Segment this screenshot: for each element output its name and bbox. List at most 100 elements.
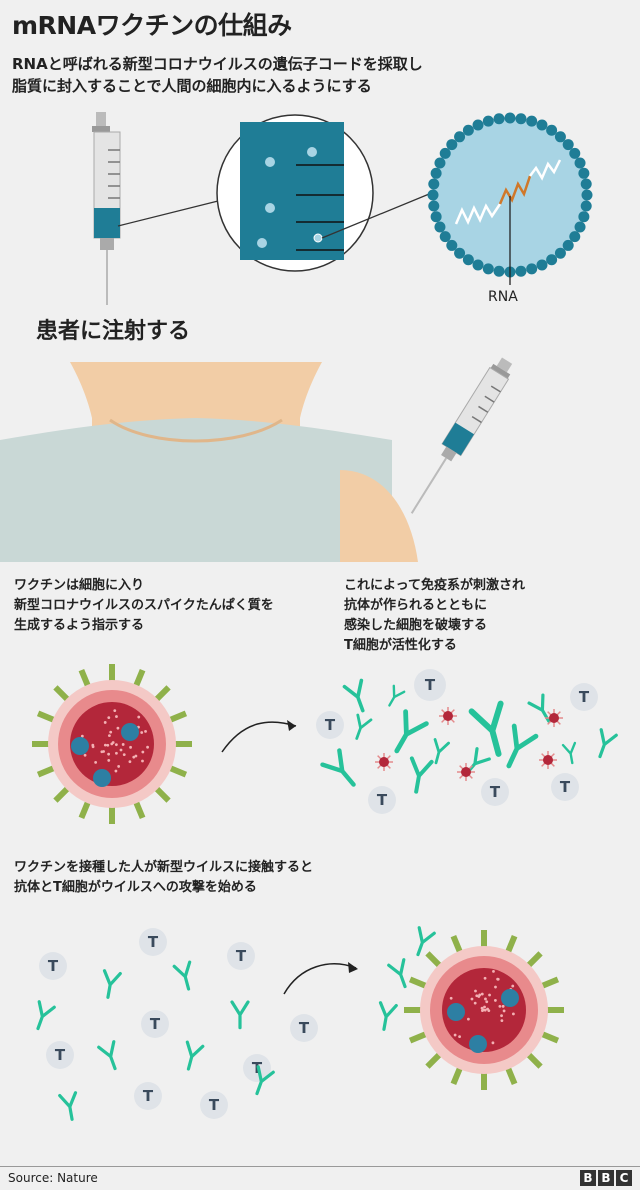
antibody-icon (498, 726, 536, 771)
antibody-shape (563, 743, 578, 764)
speckle (471, 998, 474, 1001)
lipid-bead (473, 260, 484, 271)
immune-response-group: TTTTTT (316, 669, 616, 814)
source-credit: Source: Nature (8, 1171, 98, 1185)
speckle (115, 715, 118, 718)
spike-protein (508, 936, 515, 953)
lipid-bead (526, 263, 537, 274)
lipid-bead (581, 200, 592, 211)
caption-line: 感染した細胞を破壊する (344, 616, 525, 636)
speckle (140, 731, 143, 734)
speckle (108, 734, 111, 737)
antibody-icon (174, 962, 196, 991)
rna-label: RNA (488, 289, 518, 305)
logo-block: B (580, 1170, 596, 1186)
antibody-shape (406, 758, 431, 793)
antibody-icon (592, 730, 616, 760)
caption-step2-right: これによって免疫系が刺激され 抗体が作られるとともに 感染した細胞を破壊する T… (344, 576, 525, 656)
patient-illustration (0, 362, 640, 562)
speckle (115, 770, 118, 773)
speckle (137, 716, 140, 719)
speckle (117, 765, 120, 768)
speckle (100, 750, 103, 753)
speckle (500, 1014, 503, 1017)
antibody-icon (406, 758, 431, 793)
antibody-icon (99, 1042, 123, 1072)
lipid-bead (463, 254, 474, 265)
speckle (475, 994, 478, 997)
antibody-shape (389, 960, 413, 990)
antibody-icon (563, 743, 578, 764)
speckle (115, 752, 118, 755)
antibody-shape (350, 715, 371, 741)
speckle (458, 1035, 461, 1038)
antibody-shape (498, 726, 536, 771)
speckle (106, 744, 109, 747)
lipid-bead (428, 179, 439, 190)
caption-step3: ワクチンを接種した人が新型ウイルスに接触すると 抗体とT細胞がウイルスへの攻撃を… (14, 858, 313, 898)
lipid-bead (428, 190, 439, 201)
speckle (141, 760, 144, 763)
speckle (109, 731, 112, 734)
footer-divider (0, 1166, 640, 1167)
antibody-shape (386, 712, 426, 757)
speckle (129, 746, 132, 749)
zoom-connector-1 (118, 200, 222, 226)
spike-protein (427, 1054, 440, 1067)
speckle (107, 753, 110, 756)
antibody-icon (60, 1093, 80, 1121)
lipid-bead (575, 158, 586, 169)
caption-line: これによって免疫系が刺激され (344, 576, 525, 596)
antibody-icon (232, 1002, 248, 1028)
speckle (512, 1013, 515, 1016)
antibody-shape (376, 1003, 396, 1031)
lipid-bead (546, 254, 557, 265)
syringe-small-icon (92, 112, 120, 305)
lipid-bead (536, 260, 547, 271)
antibody-shape (344, 680, 371, 713)
antibody-icon (389, 960, 413, 990)
virion (443, 711, 453, 721)
antibody-shape (174, 962, 196, 991)
spike-protein (528, 953, 541, 966)
speckle (487, 1009, 490, 1012)
lipid-bead (578, 168, 589, 179)
caption-line: 新型コロナウイルスのスパイクたんぱく質を (14, 596, 274, 616)
arrow-step3 (284, 964, 356, 994)
speckle (84, 754, 87, 757)
t-cell-label: T (236, 947, 247, 965)
lipid-bead (515, 113, 526, 124)
speckle (485, 1000, 488, 1003)
lipid-bead (515, 266, 526, 277)
bbc-logo: B B C (580, 1170, 632, 1186)
lipid-bead (431, 168, 442, 179)
caption-line: 抗体が作られるとともに (344, 596, 525, 616)
speckle (484, 1009, 487, 1012)
speckle (500, 1019, 503, 1022)
immune-attack-group: TTTTTTTTT (30, 928, 434, 1121)
spike-protein (55, 788, 68, 801)
spike-protein (410, 979, 427, 986)
spike-protein (38, 768, 55, 775)
t-cell-label: T (425, 676, 436, 694)
antibody-shape (60, 1093, 80, 1121)
speckle (496, 978, 499, 981)
virus-particle (469, 1035, 487, 1053)
spike-protein (81, 801, 88, 818)
lipid-bead (563, 240, 574, 251)
arrow-step2 (222, 722, 296, 752)
antibody-shape (232, 1002, 248, 1028)
t-cell-label: T (55, 1046, 66, 1064)
lipid-bead (569, 148, 580, 159)
spike-protein (136, 670, 143, 687)
speckle (122, 743, 125, 746)
lipid-bead (569, 231, 580, 242)
caption-line: T細胞が活性化する (344, 636, 525, 656)
t-cell-label: T (579, 688, 590, 706)
antibody-icon (30, 1002, 54, 1032)
speckle (94, 761, 97, 764)
spike-protein (541, 1034, 558, 1041)
lipid-bead (440, 231, 451, 242)
speckle (478, 994, 481, 997)
speckle (129, 760, 132, 763)
